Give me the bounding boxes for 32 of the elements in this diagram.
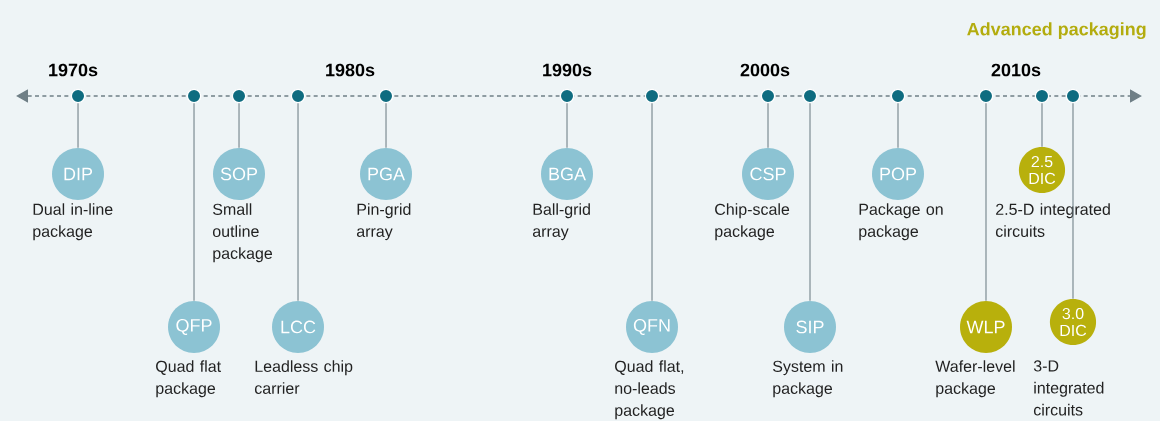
package-caption: Package on package xyxy=(859,203,943,241)
package-caption: Wafer-level package xyxy=(935,360,1015,398)
package-caption: Leadless chip carrier xyxy=(254,360,353,394)
package-caption: Quad flat, no-leads package xyxy=(615,360,684,420)
leader-line xyxy=(985,102,987,302)
package-caption: Dual in-line package xyxy=(33,203,113,241)
leader-line xyxy=(566,102,568,149)
package-caption: Small outline package xyxy=(212,203,273,263)
package-caption: Chip-scale package xyxy=(715,203,790,241)
section-heading: Advanced packaging xyxy=(967,22,1146,40)
package-caption: 3-D integrated circuits xyxy=(1033,360,1104,416)
leader-line xyxy=(897,102,899,149)
leader-line xyxy=(809,102,811,302)
leader-line xyxy=(1072,102,1074,300)
leader-line xyxy=(297,102,299,302)
decade-label: 2000s xyxy=(740,63,790,77)
decade-label: 1980s xyxy=(326,63,375,77)
leader-line xyxy=(77,102,79,149)
leader-line xyxy=(385,102,387,149)
package-caption: 2.5-D integrated circuits xyxy=(995,203,1110,237)
leader-line xyxy=(767,102,769,149)
decade-label: 1990s xyxy=(543,63,592,77)
leader-line xyxy=(193,102,195,302)
package-caption: System in package xyxy=(773,360,843,398)
decade-label: 1970s xyxy=(49,63,98,77)
package-caption: Quad flat package xyxy=(156,360,221,398)
decade-label: 2010s xyxy=(991,63,1041,77)
leader-line xyxy=(1041,102,1043,148)
leader-line xyxy=(651,102,653,302)
package-caption: Pin-grid array xyxy=(356,203,411,241)
leader-line xyxy=(238,102,240,149)
package-caption: Ball-grid array xyxy=(532,203,590,241)
